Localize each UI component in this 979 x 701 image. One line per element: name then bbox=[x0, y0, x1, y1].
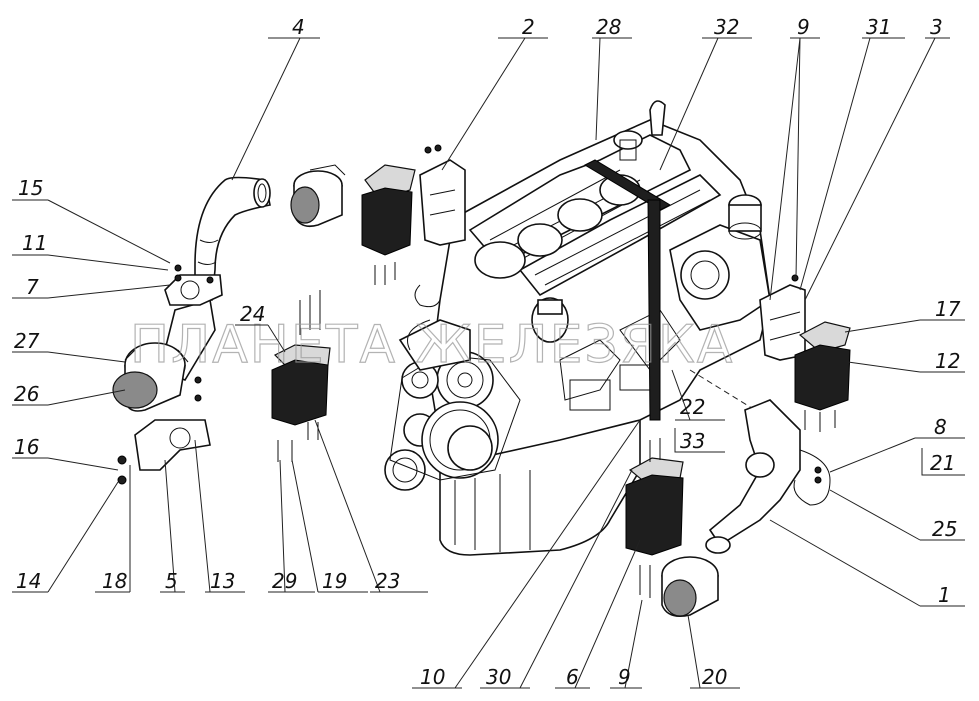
callout-5: 5 bbox=[165, 569, 178, 593]
callout-30: 30 bbox=[486, 665, 511, 689]
callout-28: 28 bbox=[596, 15, 621, 39]
callout-19: 19 bbox=[322, 569, 347, 593]
front-mount-pad-assembly bbox=[271, 290, 331, 462]
callout-32: 32 bbox=[714, 15, 739, 39]
intake-pipe-assembly bbox=[112, 176, 271, 485]
upper-mount-assembly bbox=[290, 144, 466, 285]
callout-2: 2 bbox=[522, 15, 535, 39]
engine-assembly bbox=[384, 100, 771, 556]
callout-27: 27 bbox=[14, 329, 40, 353]
callout-4: 4 bbox=[292, 15, 305, 39]
callout-8: 8 bbox=[934, 415, 947, 439]
callout-22: 22 bbox=[680, 395, 705, 419]
callout-7: 7 bbox=[26, 275, 39, 299]
callout-26: 26 bbox=[14, 382, 39, 406]
callout-21: 21 bbox=[930, 451, 955, 475]
callout-6: 6 bbox=[566, 665, 579, 689]
callout-10: 10 bbox=[420, 665, 445, 689]
leader-lines bbox=[12, 37, 965, 689]
callout-9-top: 9 bbox=[797, 15, 810, 39]
callout-17: 17 bbox=[935, 297, 961, 321]
callout-29: 29 bbox=[272, 569, 297, 593]
watermark: ПЛАНЕТА ЖЕЛЕЗЯКА bbox=[130, 315, 734, 375]
callout-11: 11 bbox=[22, 231, 47, 255]
callout-20: 20 bbox=[702, 665, 727, 689]
callout-1: 1 bbox=[938, 583, 951, 607]
callout-12: 12 bbox=[935, 349, 960, 373]
callout-16: 16 bbox=[14, 435, 39, 459]
callout-9-bottom: 9 bbox=[618, 665, 631, 689]
callout-14: 14 bbox=[16, 569, 41, 593]
callout-25: 25 bbox=[932, 517, 957, 541]
callout-labels: 4 2 28 32 9 31 3 15 11 7 27 26 16 14 18 … bbox=[14, 15, 961, 689]
callout-13: 13 bbox=[210, 569, 235, 593]
callout-15: 15 bbox=[18, 176, 43, 200]
callout-23: 23 bbox=[375, 569, 400, 593]
callout-33: 33 bbox=[680, 429, 705, 453]
callout-3: 3 bbox=[930, 15, 943, 39]
callout-18: 18 bbox=[102, 569, 127, 593]
callout-31: 31 bbox=[866, 15, 891, 39]
callout-24: 24 bbox=[240, 302, 265, 326]
rear-mount-assembly bbox=[759, 274, 851, 432]
exhaust-pipe-assembly bbox=[625, 399, 831, 618]
